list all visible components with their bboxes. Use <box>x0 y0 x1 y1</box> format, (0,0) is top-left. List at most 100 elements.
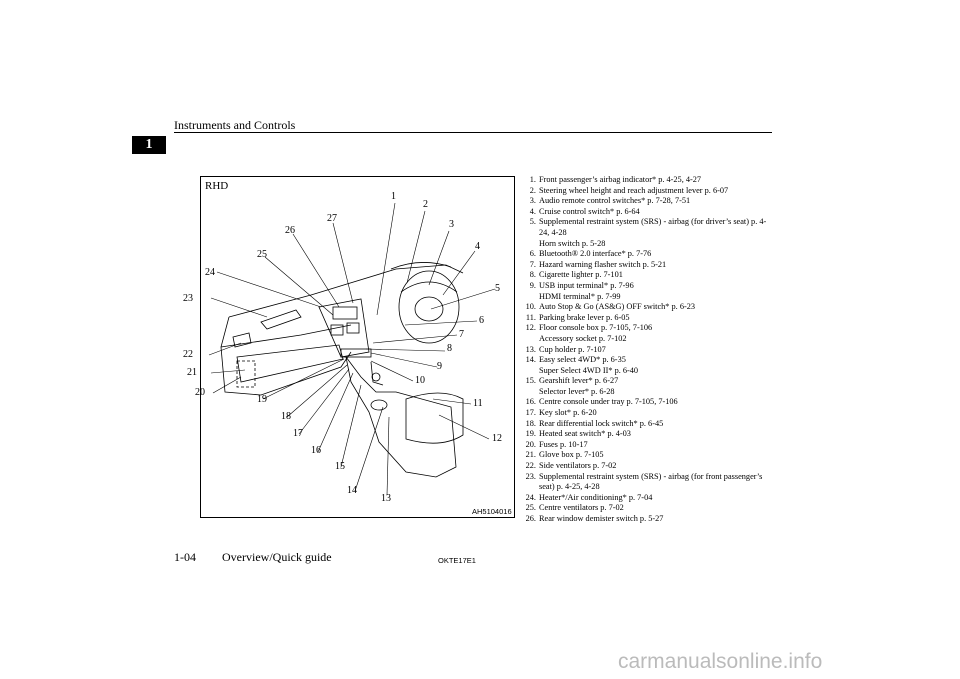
list-item: 16.Centre console under tray p. 7-105, 7… <box>522 397 772 408</box>
item-line: Audio remote control switches* p. 7-28, … <box>539 196 691 206</box>
item-line: Bluetooth® 2.0 interface* p. 7-76 <box>539 249 652 259</box>
callout-20: 20 <box>195 387 205 398</box>
dashboard-outline <box>228 264 464 318</box>
callout-6: 6 <box>479 315 484 326</box>
gear-lever <box>370 361 384 386</box>
item-line: Key slot* p. 6-20 <box>539 408 597 418</box>
list-item: 19.Heated seat switch* p. 4-03 <box>522 429 772 440</box>
item-number: 18. <box>525 418 536 428</box>
item-line: Supplemental restraint system (SRS) - ai… <box>539 217 767 237</box>
dashboard-figure: RHD 1 2 3 4 5 6 7 8 9 10 11 12 13 14 15 … <box>183 176 515 518</box>
item-line: Horn switch p. 5-28 <box>539 238 606 248</box>
item-number: 6. <box>529 249 536 259</box>
item-line: Super Select 4WD II* p. 6-40 <box>539 365 639 375</box>
footer-section-title: Overview/Quick guide <box>222 550 332 564</box>
item-line: Cigarette lighter p. 7-101 <box>539 270 623 280</box>
item-number: 23. <box>525 471 536 481</box>
item-text: Hazard warning flasher switch p. 5-21 <box>539 260 772 271</box>
item-line: HDMI terminal* p. 7-99 <box>539 291 621 301</box>
item-number: 24. <box>525 492 536 502</box>
list-item: 6.Bluetooth® 2.0 interface* p. 7-76 <box>522 249 772 260</box>
callout-25: 25 <box>257 249 267 260</box>
item-text: Key slot* p. 6-20 <box>539 408 772 419</box>
list-item: 13.Cup holder p. 7-107 <box>522 345 772 356</box>
list-item: 4.Cruise control switch* p. 6-64 <box>522 207 772 218</box>
callout-9: 9 <box>437 361 442 372</box>
item-line: Parking brake lever p. 6-05 <box>539 312 630 322</box>
item-line: Fuses p. 10-17 <box>539 439 588 449</box>
item-number: 26. <box>525 514 536 523</box>
item-text: Heater*/Air conditioning* p. 7-04 <box>539 493 772 504</box>
list-item: 11.Parking brake lever p. 6-05 <box>522 313 772 324</box>
item-number: 9. <box>529 280 536 290</box>
list-item: 26.Rear window demister switch p. 5-27 <box>522 514 772 525</box>
footer-page-number: 1-04 <box>174 550 196 564</box>
list-item: 20.Fuses p. 10-17 <box>522 440 772 451</box>
list-item: 8.Cigarette lighter p. 7-101 <box>522 270 772 281</box>
item-line: Heated seat switch* p. 4-03 <box>539 429 631 439</box>
dashboard-illustration <box>208 202 496 496</box>
item-text: Fuses p. 10-17 <box>539 440 772 451</box>
list-item: 7.Hazard warning flasher switch p. 5-21 <box>522 260 772 271</box>
item-line: Auto Stop & Go (AS&G) OFF switch* p. 6-2… <box>539 302 696 312</box>
floor-console-box <box>405 392 464 444</box>
fuse-box-dashed <box>236 360 256 388</box>
list-item: 1.Front passenger’s airbag indicator* p.… <box>522 175 772 186</box>
item-number: 8. <box>529 270 536 280</box>
callout-4: 4 <box>475 241 480 252</box>
item-line: Easy select 4WD* p. 6-35 <box>539 355 626 365</box>
section-header-title: Instruments and Controls <box>174 118 296 132</box>
item-number: 3. <box>529 196 536 206</box>
centre-console <box>345 356 457 478</box>
list-item: 3.Audio remote control switches* p. 7-28… <box>522 196 772 207</box>
glove-box <box>236 344 344 383</box>
list-item: 22.Side ventilators p. 7-02 <box>522 461 772 472</box>
item-line: Centre console under tray p. 7-105, 7-10… <box>539 397 678 407</box>
item-line: Heater*/Air conditioning* p. 7-04 <box>539 492 653 502</box>
header-rule <box>174 132 772 133</box>
callout-8: 8 <box>447 343 452 354</box>
item-line: Supplemental restraint system (SRS) - ai… <box>539 471 763 492</box>
item-number: 21. <box>525 450 536 460</box>
list-item: 5.Supplemental restraint system (SRS) - … <box>522 217 772 249</box>
item-number: 14. <box>525 355 536 365</box>
item-line: Accessory socket p. 7-102 <box>539 333 627 343</box>
centre-stack <box>318 298 370 358</box>
list-item: 10.Auto Stop & Go (AS&G) OFF switch* p. … <box>522 302 772 313</box>
item-number: 19. <box>525 429 536 439</box>
item-line: Hazard warning flasher switch p. 5-21 <box>539 259 667 269</box>
callout-5: 5 <box>495 283 500 294</box>
item-text: Front passenger’s airbag indicator* p. 4… <box>539 175 772 186</box>
item-text: Cruise control switch* p. 6-64 <box>539 207 772 218</box>
item-text: Heated seat switch* p. 4-03 <box>539 429 772 440</box>
item-line: Gearshift lever* p. 6-27 <box>539 376 619 386</box>
callout-21: 21 <box>187 367 197 378</box>
list-item: 18.Rear differential lock switch* p. 6-4… <box>522 419 772 430</box>
figure-code: AH5104016 <box>472 507 512 516</box>
callout-26: 26 <box>285 225 295 236</box>
callout-19: 19 <box>257 394 267 405</box>
item-line: Cup holder p. 7-107 <box>539 344 606 354</box>
item-number: 15. <box>525 376 536 386</box>
item-number: 22. <box>525 461 536 471</box>
item-number: 11. <box>525 312 536 322</box>
callout-14: 14 <box>347 485 357 496</box>
item-line: Glove box p. 7-105 <box>539 450 604 460</box>
item-line: Front passenger’s airbag indicator* p. 4… <box>539 175 702 184</box>
callout-16: 16 <box>311 445 321 456</box>
item-text: Steering wheel height and reach adjustme… <box>539 186 772 197</box>
item-number: 13. <box>525 344 536 354</box>
item-line: Rear differential lock switch* p. 6-45 <box>539 418 664 428</box>
drive-side-label-visible: RHD <box>205 180 229 192</box>
item-text: Supplemental restraint system (SRS) - ai… <box>539 472 772 493</box>
item-number: 7. <box>529 259 536 269</box>
item-line: Side ventilators p. 7-02 <box>539 461 617 471</box>
steering-wheel <box>398 270 460 344</box>
